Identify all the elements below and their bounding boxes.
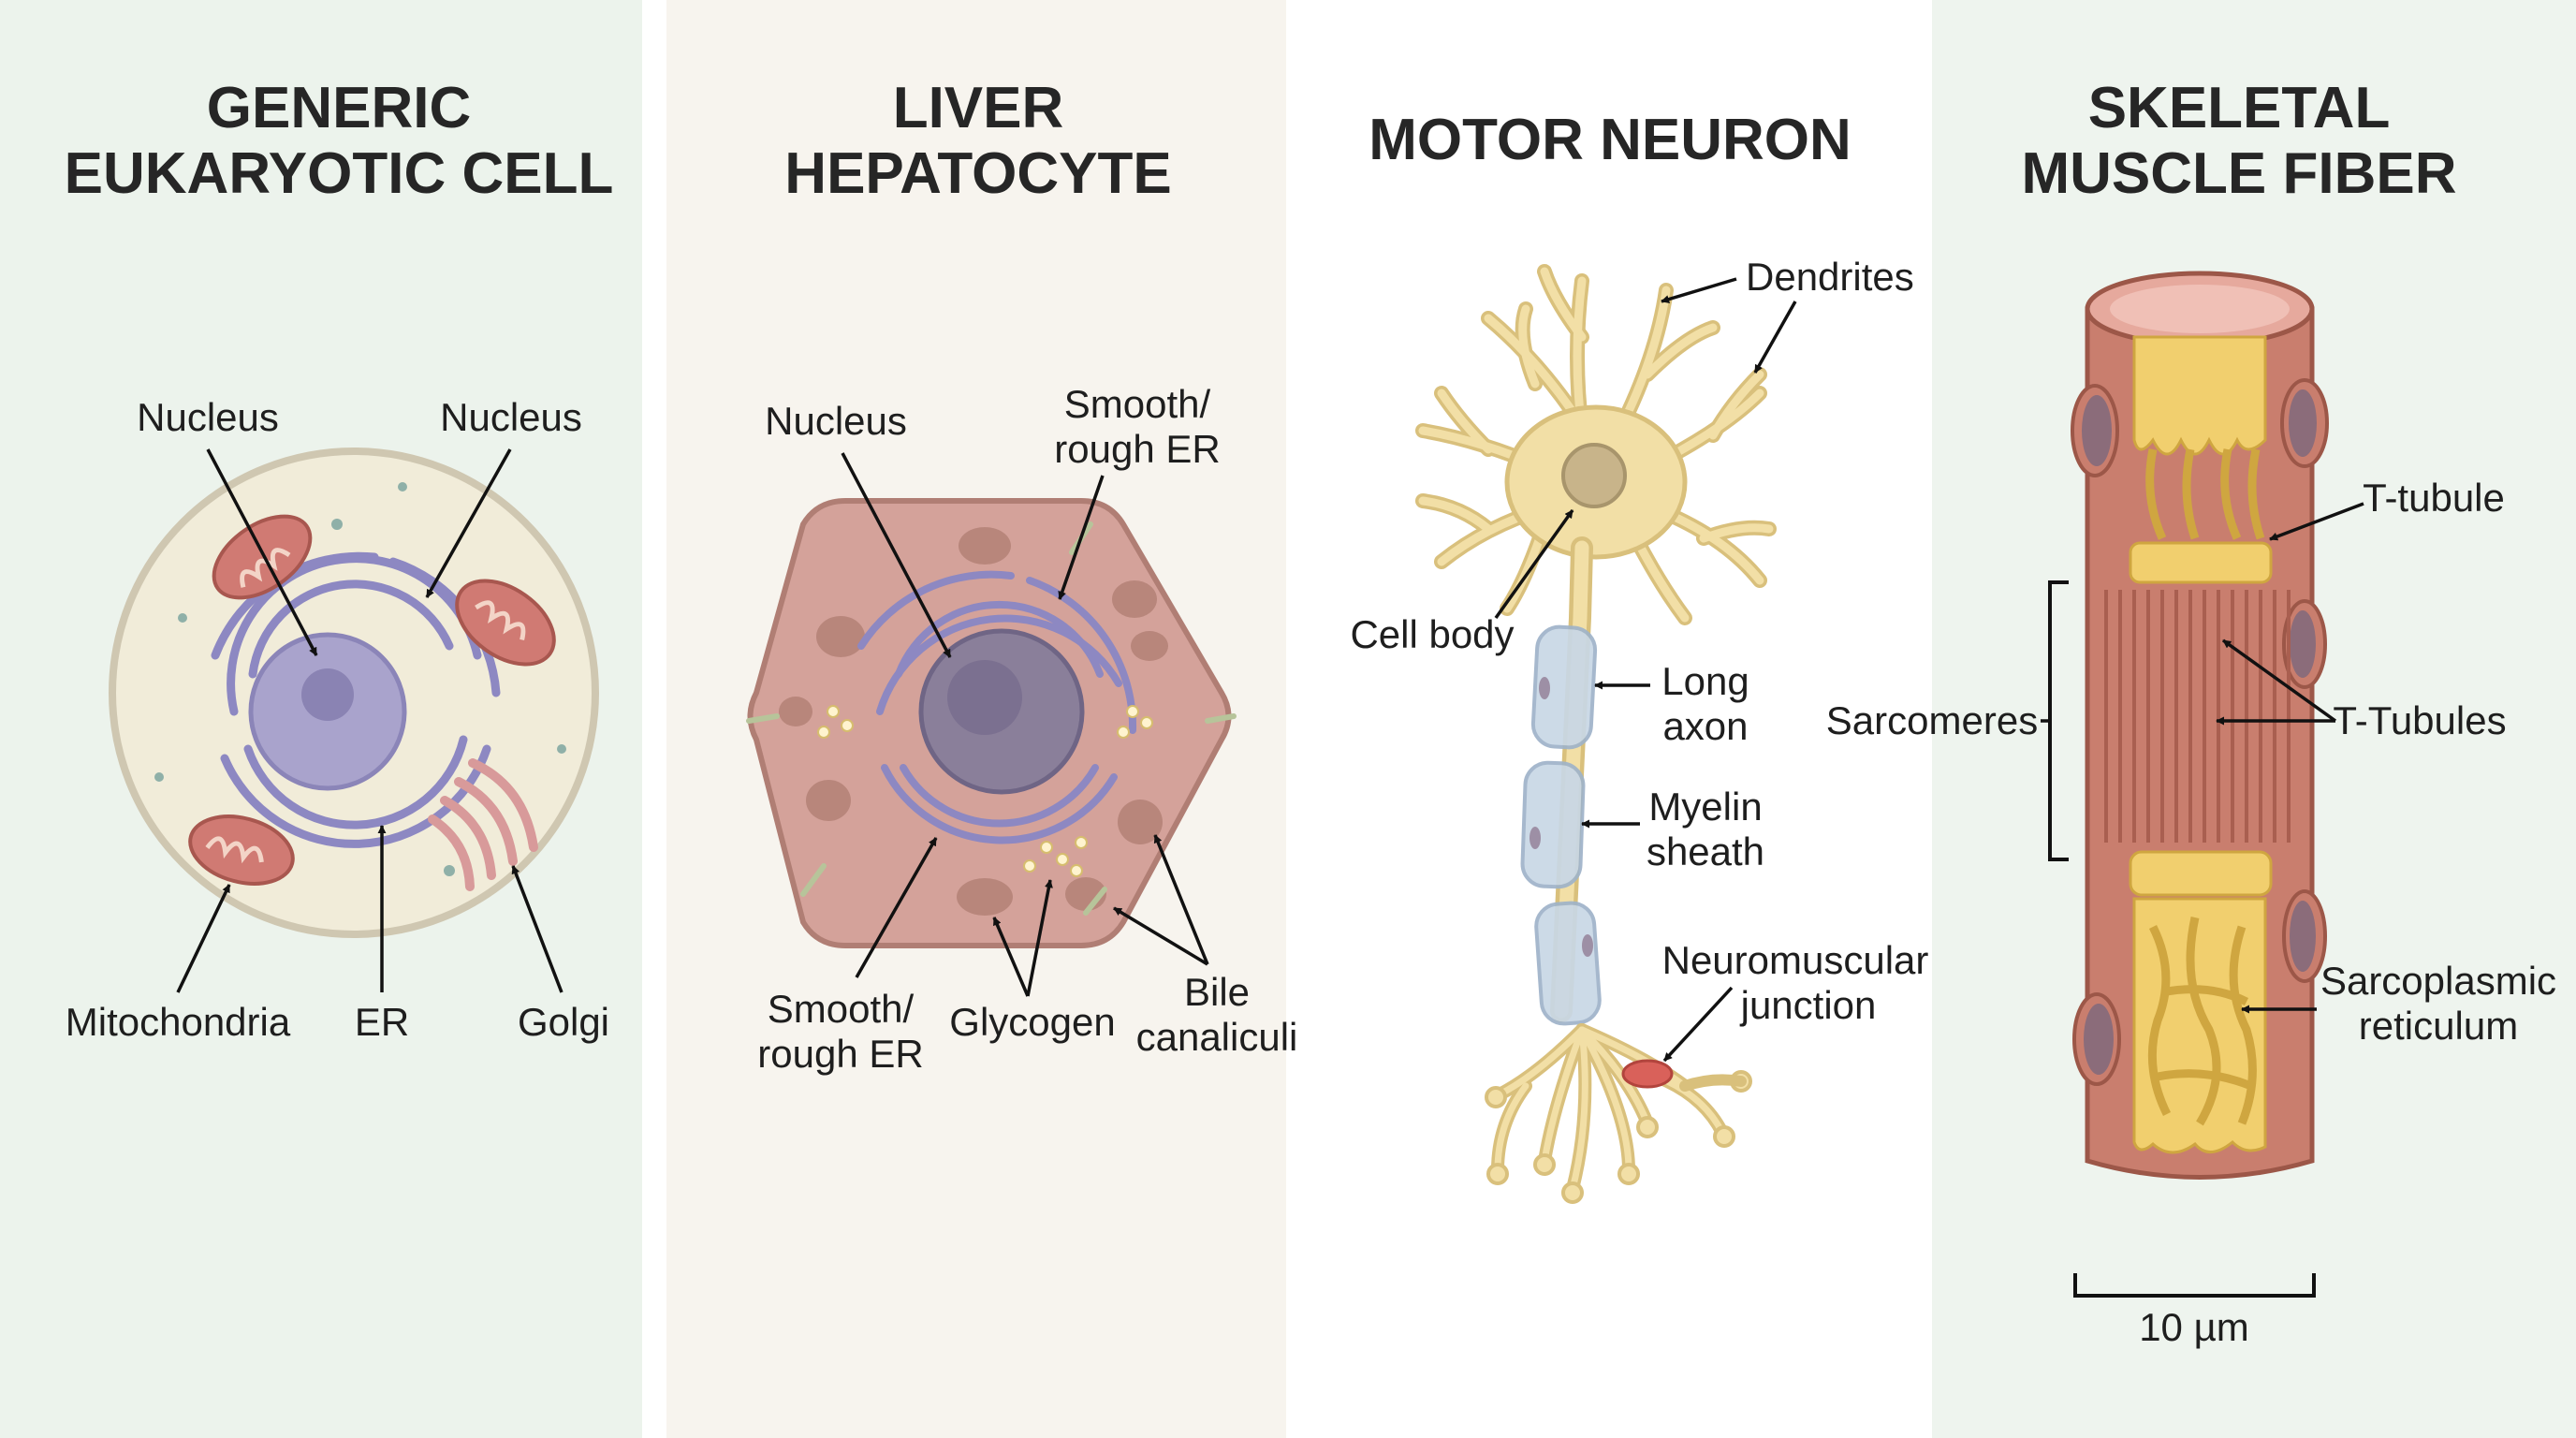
label-sr-line-2: reticulum: [2359, 1004, 2518, 1048]
label-nucleus-left: Nucleus: [137, 395, 279, 439]
label-nmj-line-1: Neuromuscular: [1662, 938, 1929, 982]
label-axon-line-2: axon: [1662, 704, 1748, 748]
label-er: ER: [355, 1000, 409, 1044]
label-er-bottom-line-1: Smooth/: [768, 987, 915, 1031]
sarcomere-stripes: [2104, 590, 2291, 843]
panel-3-background: [1286, 0, 1932, 1438]
label-bile-line-2: canaliculi: [1136, 1015, 1298, 1059]
label-nucleus-right: Nucleus: [440, 395, 582, 439]
label-bile-line-1: Bile: [1184, 970, 1250, 1014]
panel-muscle-fiber: SKELETAL MUSCLE FIBER: [1826, 76, 2556, 1349]
golgi-shape: [428, 758, 538, 891]
label-scale: 10 µm: [2139, 1305, 2249, 1349]
panel-2-title-line-1: LIVER: [893, 76, 1064, 140]
panel-1-title-line-1: GENERIC: [207, 76, 471, 140]
hepatocyte-illustration: [746, 498, 1237, 948]
label-er-top-line-2: rough ER: [1054, 427, 1220, 471]
label-axon-line-1: Long: [1661, 659, 1749, 703]
label-t-tubule: T-tubule: [2363, 476, 2505, 520]
generic-cell-illustration: [109, 448, 599, 938]
scale-bar: [2073, 1273, 2316, 1298]
label-cell-body: Cell body: [1350, 612, 1514, 656]
panel-motor-neuron: MOTOR NEURON: [1350, 108, 1929, 1204]
label-er-bottom-line-2: rough ER: [757, 1032, 923, 1076]
label-hepatocyte-nucleus: Nucleus: [765, 399, 907, 443]
label-dendrites: Dendrites: [1746, 255, 1914, 299]
mitochondrion-shape: [188, 514, 556, 886]
panel-4-title-line-2: MUSCLE FIBER: [2022, 141, 2457, 206]
panel-3-title: MOTOR NEURON: [1368, 108, 1852, 172]
label-t-tubules: T-Tubules: [2333, 698, 2506, 742]
label-glycogen: Glycogen: [949, 1000, 1115, 1044]
panel-2-title-line-2: HEPATOCYTE: [784, 141, 1171, 206]
muscle-fiber-illustration: [2071, 271, 2329, 1180]
panel-hepatocyte: LIVER HEPATOCYTE: [746, 76, 1298, 1076]
label-nmj-line-2: junction: [1739, 983, 1877, 1027]
label-mitochondria: Mitochondria: [66, 1000, 291, 1044]
label-sarcomeres: Sarcomeres: [1826, 698, 2038, 742]
label-myelin-line-2: sheath: [1647, 829, 1764, 873]
label-myelin-line-1: Myelin: [1648, 785, 1762, 829]
panel-generic-cell: GENERIC EUKARYOTIC CELL: [65, 76, 614, 1044]
label-sr-line-1: Sarcoplasmic: [2320, 959, 2556, 1003]
panel-1-title-line-2: EUKARYOTIC CELL: [65, 141, 614, 206]
label-golgi: Golgi: [518, 1000, 609, 1044]
label-er-top-line-1: Smooth/: [1064, 382, 1211, 426]
panel-4-title-line-1: SKELETAL: [2088, 76, 2391, 140]
neuron-illustration: [1415, 264, 1777, 1204]
